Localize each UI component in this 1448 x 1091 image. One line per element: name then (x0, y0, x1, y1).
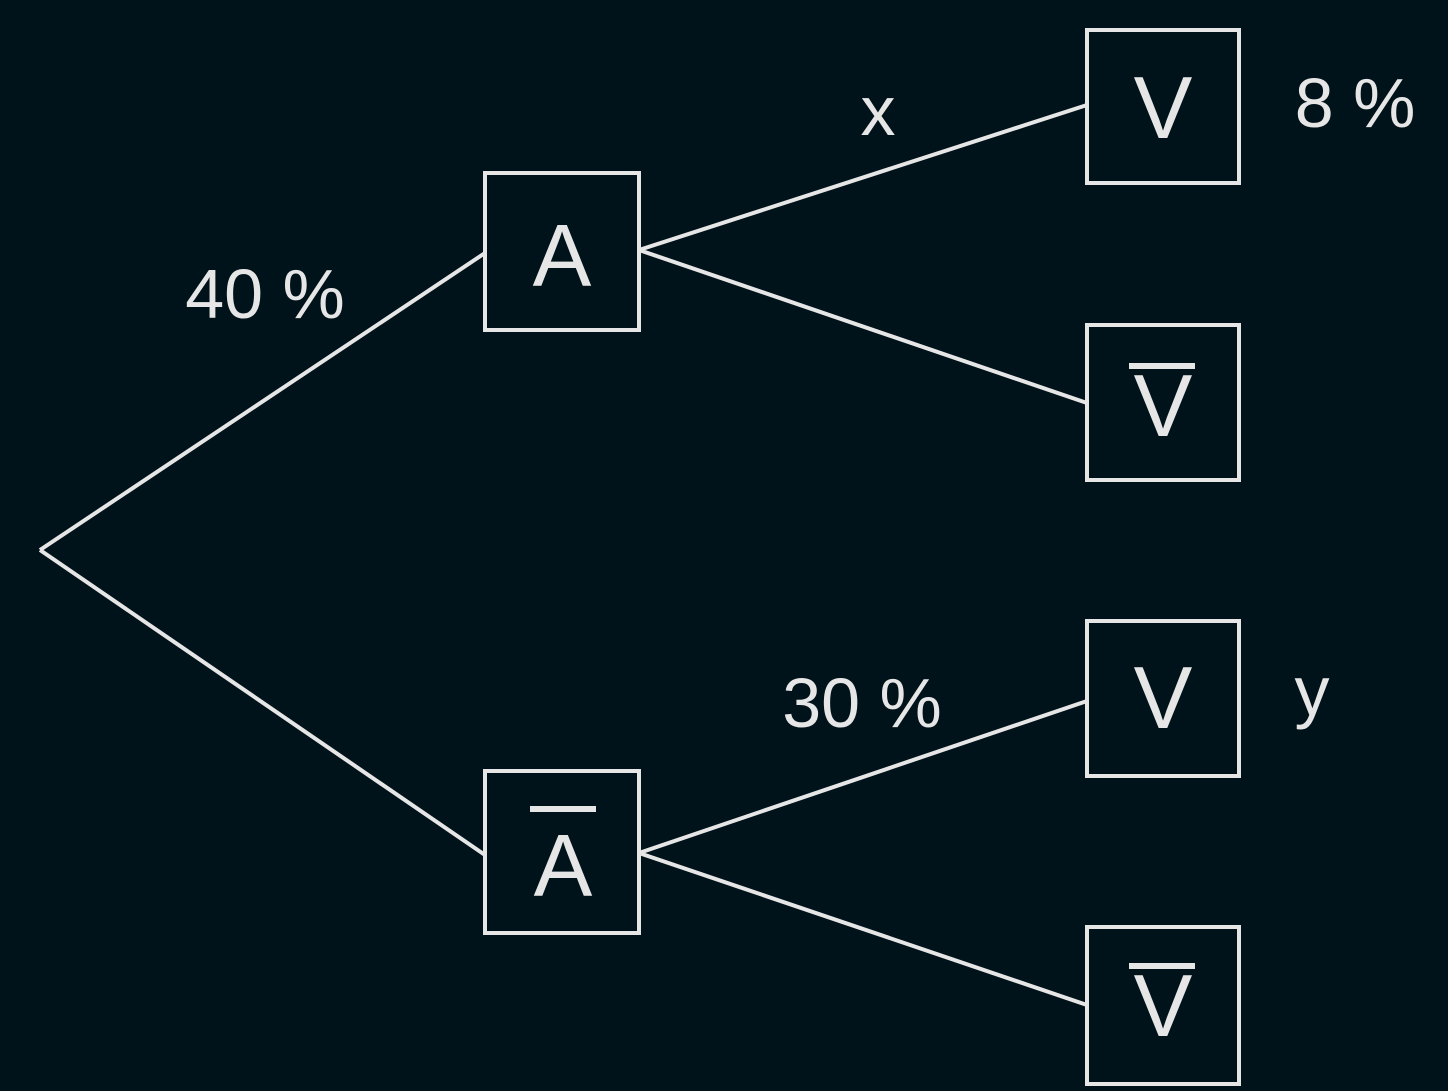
branch-label-not-a-v: 30 % (782, 664, 942, 742)
branch-a-to-v (638, 103, 1088, 252)
node-a-not-v: V (1085, 323, 1241, 482)
node-not-a-not-v-label: V (1134, 956, 1193, 1055)
node-not-a-label: A (534, 816, 593, 915)
node-not-a-not-v: V (1085, 925, 1241, 1086)
branch-label-a-v: x (861, 72, 896, 150)
branch-not-a-to-not-v (638, 851, 1088, 1007)
branch-not-a-to-v (638, 699, 1088, 855)
node-a-v-label: V (1134, 58, 1193, 157)
result-label-not-a-v: y (1295, 652, 1330, 730)
node-a-label: A (533, 206, 592, 305)
node-a: A (483, 171, 641, 332)
branch-a-to-not-v (638, 248, 1088, 405)
branch-label-a: 40 % (185, 255, 345, 333)
result-label-a-v: 8 % (1295, 64, 1416, 142)
branch-root-to-not-a (38, 548, 487, 857)
node-not-a: A (483, 769, 641, 935)
node-a-v: V (1085, 28, 1241, 185)
node-a-not-v-label: V (1134, 356, 1193, 455)
node-not-a-v: V (1085, 619, 1241, 778)
node-not-a-v-label: V (1134, 648, 1193, 747)
branch-root-to-a (38, 251, 487, 552)
